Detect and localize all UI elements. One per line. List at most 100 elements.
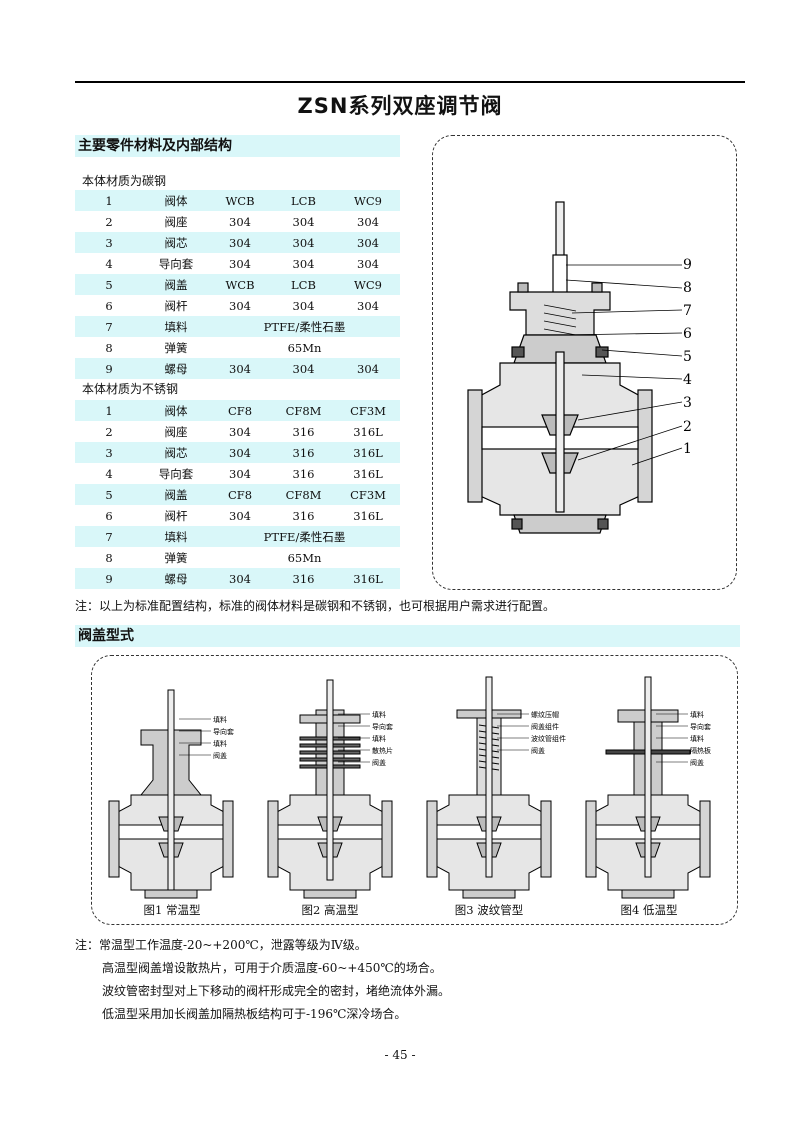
- bonnet-note-4: 低温型采用加长阀盖加隔热板结构可于-196℃深冷场合。: [102, 1007, 407, 1021]
- figure-label: 阀盖组件: [531, 722, 559, 731]
- part-number: 6: [105, 508, 113, 523]
- callout-3: 3: [683, 395, 692, 411]
- part-name: 弹簧: [164, 340, 188, 355]
- material-value: WC9: [336, 274, 400, 295]
- page-title: ZSN系列双座调节阀: [297, 94, 503, 118]
- part-number: 4: [105, 466, 113, 481]
- figure-caption-bellows: 图3 波纹管型: [454, 903, 524, 917]
- material-value: 304: [271, 358, 336, 379]
- top-rule: [75, 81, 745, 83]
- stainless-steel-label: 本体材质为不锈钢: [82, 382, 179, 396]
- material-value: 304: [336, 358, 400, 379]
- part-name: 阀体: [143, 400, 209, 421]
- part-name: 填料: [143, 526, 209, 547]
- page-number: - 45 -: [384, 1048, 416, 1062]
- material-value: 316: [271, 568, 336, 589]
- part-name: 阀体: [143, 190, 209, 211]
- part-name: 螺母: [143, 568, 209, 589]
- material-value: 304: [229, 508, 251, 523]
- part-number: 9: [75, 358, 143, 379]
- material-value: 316L: [336, 568, 400, 589]
- figure-caption-normal-temp: 图1 常温型: [143, 903, 201, 917]
- part-name: 螺母: [143, 358, 209, 379]
- figure-label: 填料: [213, 739, 227, 748]
- part-number: 3: [75, 442, 143, 463]
- material-value: WCB: [209, 190, 271, 211]
- material-value: CF8M: [271, 400, 336, 421]
- figure-label: 阀盖: [213, 751, 227, 760]
- material-value: PTFE/柔性石墨: [209, 316, 400, 337]
- part-name: 阀座: [164, 214, 188, 229]
- material-value: 304: [357, 214, 379, 229]
- material-value: CF8: [209, 400, 271, 421]
- material-value: 316L: [353, 424, 383, 439]
- material-value: 304: [229, 256, 251, 271]
- part-number: 5: [75, 274, 143, 295]
- part-number: 1: [75, 400, 143, 421]
- material-value: 65Mn: [287, 550, 322, 565]
- part-name: 弹簧: [164, 550, 188, 565]
- material-value: CF8: [209, 484, 271, 505]
- material-value: 316: [292, 424, 315, 439]
- part-number: 3: [75, 232, 143, 253]
- part-number: 4: [105, 256, 113, 271]
- material-value: 304: [229, 214, 251, 229]
- carbon-steel-label: 本体材质为碳钢: [82, 174, 167, 188]
- part-name: 阀盖: [143, 274, 209, 295]
- material-value: 304: [209, 442, 271, 463]
- part-number: 8: [105, 340, 113, 355]
- bonnet-note-3: 波纹管密封型对上下移动的阀杆形成完全的密封，堵绝流体外漏。: [102, 984, 451, 998]
- part-number: 7: [75, 526, 143, 547]
- part-name: 阀杆: [164, 508, 188, 523]
- bonnet-note-1: 注：常温型工作温度-20~+200℃，泄露等级为Ⅳ级。: [75, 938, 367, 952]
- material-value: 304: [292, 214, 315, 229]
- material-value: 304: [209, 568, 271, 589]
- figure-label: 阀盖: [690, 758, 704, 767]
- material-value: PTFE/柔性石墨: [209, 526, 400, 547]
- material-value: CF8M: [271, 484, 336, 505]
- material-row: 8 弹簧 65Mn: [75, 337, 400, 358]
- material-value: 316L: [353, 466, 383, 481]
- callout-9: 9: [683, 257, 692, 273]
- material-value: LCB: [271, 190, 336, 211]
- material-value: 316L: [353, 508, 383, 523]
- figure-label: 阀盖: [531, 746, 545, 755]
- callout-8: 8: [683, 280, 692, 296]
- figure-label: 填料: [213, 715, 227, 724]
- material-value: 65Mn: [287, 340, 322, 355]
- material-value: 316L: [336, 442, 400, 463]
- section-heading-bonnet-types: 阀盖型式: [75, 625, 740, 647]
- material-value: 304: [229, 298, 251, 313]
- callout-1: 1: [683, 441, 692, 457]
- material-value: 316: [292, 508, 315, 523]
- figure-label: 填料: [372, 710, 386, 719]
- material-value: 304: [209, 232, 271, 253]
- material-row: 2 阀座 304 304 304: [75, 211, 400, 232]
- figure-label: 阀盖: [372, 758, 386, 767]
- figure-label: 导向套: [213, 727, 234, 736]
- part-name: 阀杆: [164, 298, 188, 313]
- bonnet-notes: 注：常温型工作温度-20~+200℃，泄露等级为Ⅳ级。 高温型阀盖增设散热片，可…: [75, 934, 450, 1026]
- callout-4: 4: [683, 372, 692, 388]
- part-number: 2: [105, 214, 113, 229]
- part-name: 阀芯: [143, 442, 209, 463]
- part-number: 7: [75, 316, 143, 337]
- part-number: 5: [75, 484, 143, 505]
- material-value: 304: [292, 256, 315, 271]
- material-value: 304: [229, 466, 251, 481]
- material-value: 304: [209, 358, 271, 379]
- valve-cross-section-diagram: 9 8 7 6 5 4 3 2 1: [467, 201, 692, 534]
- material-value: 304: [336, 232, 400, 253]
